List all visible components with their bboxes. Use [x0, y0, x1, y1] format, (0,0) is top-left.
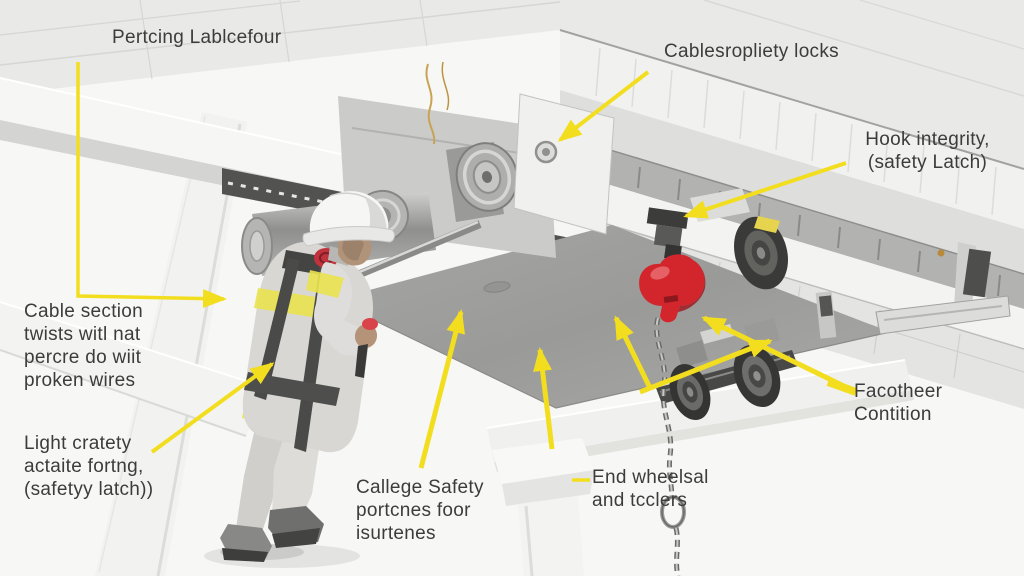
- callout-line: proken wires: [24, 370, 136, 391]
- girder-ribs: [595, 47, 997, 216]
- callout-line: (safety Latch): [867, 152, 988, 173]
- callout-line: Contition: [854, 404, 932, 425]
- callout-line: and tcclers: [592, 490, 688, 511]
- lower-left-beam: [0, 301, 269, 437]
- callout-line: End wheelsal: [592, 467, 709, 488]
- callout-rope-locks: Cablesropliety locks: [664, 40, 839, 63]
- worker-leg-near: [272, 436, 320, 522]
- pendant-wires: [425, 63, 436, 145]
- wheel-highlight-mark: [754, 216, 780, 233]
- callout-line: Facotheer: [854, 381, 943, 402]
- hard-hat-brim: [302, 226, 395, 247]
- panel-port-detail: [483, 281, 511, 293]
- callout-line: Cable section: [24, 301, 144, 322]
- flashlight-body: [355, 344, 368, 378]
- trolley-big-wheel: [734, 216, 788, 290]
- callout-line: portcnes foor: [356, 500, 471, 521]
- arrow-cable-section: [76, 62, 227, 309]
- callout-line: actaite fortng,: [24, 456, 144, 477]
- arrow-condition-stub: [826, 378, 858, 396]
- trolley-wheel-right: [733, 345, 781, 407]
- arrow-light-cratety: [150, 362, 275, 454]
- annotation-arrows: [76, 62, 858, 482]
- callout-light-cratety: Light cratety actaite fortng, (safetyy l…: [24, 432, 153, 501]
- hoist-motor-drum: [455, 142, 519, 212]
- callout-condition: Facotheer Contition: [854, 380, 942, 426]
- worker-hand: [354, 324, 378, 348]
- inspector-worker: [204, 191, 395, 568]
- arrow-panel-right: [613, 315, 653, 390]
- callout-line: Hook integrity,: [865, 129, 990, 150]
- callout-top-left: Pertcing Lablcefour: [112, 26, 281, 49]
- load-chain: [654, 317, 686, 576]
- arrow-panel-center: [533, 347, 555, 450]
- callout-line: twists witl nat: [24, 324, 141, 345]
- support-column: [492, 438, 594, 576]
- hi-vis-arm-band: [306, 270, 344, 298]
- callout-line: percre do wiit: [24, 347, 142, 368]
- callout-line: Pertcing Lablcefour: [112, 27, 282, 48]
- callout-line: Callege Safety: [356, 477, 484, 498]
- callout-callege-safety: Callege Safety portcnes foor isurtenes: [356, 476, 484, 545]
- callout-hook-integrity: Hook integrity, (safety Latch): [850, 128, 1005, 174]
- callout-cable-section: Cable section twists witl nat percre do …: [24, 300, 143, 392]
- arrow-rope-locks: [557, 70, 650, 142]
- building-roof-panels: [0, 0, 1024, 170]
- girder-splice-plate: [513, 93, 615, 235]
- flashlight-red-cap: [362, 318, 378, 330]
- arrow-end-wheels: [639, 338, 773, 395]
- callout-line: isurtenes: [356, 523, 436, 544]
- end-truck-trolley: [656, 318, 798, 421]
- callout-line: (safetyy latch)): [24, 479, 154, 500]
- callout-line: Light cratety: [24, 433, 132, 454]
- arrow-callege-safety: [418, 309, 465, 469]
- arrow-condition: [701, 315, 854, 393]
- arrow-hook-integrity: [683, 161, 847, 219]
- callout-end-wheels: End wheelsal and tcclers: [592, 466, 709, 512]
- worker-leg-far: [236, 424, 288, 532]
- callout-line: Cablesropliety locks: [664, 41, 839, 62]
- chain-hoist-assembly: [639, 188, 788, 323]
- festoon-bracket: [815, 242, 1011, 339]
